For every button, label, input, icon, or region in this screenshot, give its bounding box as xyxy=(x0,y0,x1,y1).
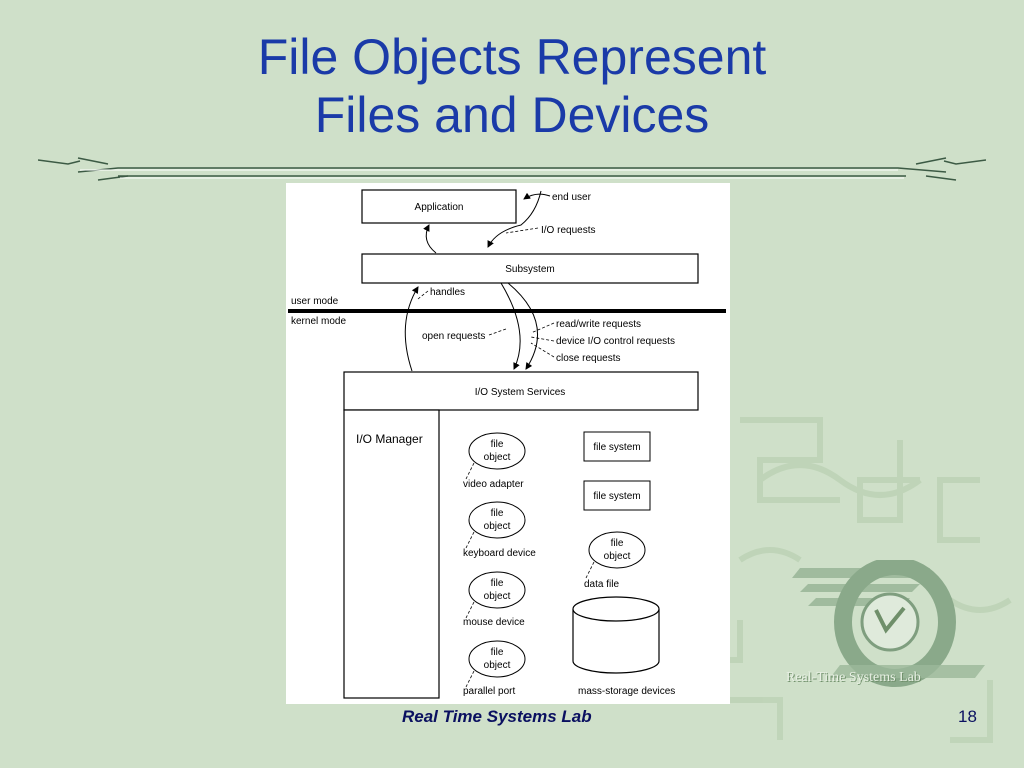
title-line-1: File Objects Represent xyxy=(257,29,767,85)
rts-lab-logo xyxy=(792,560,985,687)
services-to-subsystem-arrow xyxy=(404,286,419,372)
subsystem-to-app-arrow xyxy=(423,224,437,254)
io-requests-leader xyxy=(505,227,539,234)
file-object-keyboard-line2: object xyxy=(484,521,511,532)
footer-lab-name: Real Time Systems Lab xyxy=(402,707,592,726)
slide-title: File Objects Represent Files and Devices xyxy=(0,28,1024,144)
subsystem-to-services-arrow-1 xyxy=(500,282,521,370)
ornamental-divider xyxy=(38,157,986,181)
end-user-arrow xyxy=(523,192,551,200)
file-object-parallel-line1: file xyxy=(491,647,504,658)
io-architecture-diagram: Application end user I/O requests Subsys… xyxy=(286,183,730,704)
mass-storage-label: mass-storage devices xyxy=(578,686,675,697)
video-adapter-label: video adapter xyxy=(463,479,524,490)
close-requests-label: close requests xyxy=(556,353,620,364)
io-manager-label: I/O Manager xyxy=(356,432,423,446)
end-user-label: end user xyxy=(552,192,592,203)
file-object-mouse: file object xyxy=(468,571,526,609)
file-object-data: file object xyxy=(588,531,646,569)
io-manager-box xyxy=(343,409,440,699)
app-to-subsystem-arrow xyxy=(487,190,542,248)
data-file-label: data file xyxy=(584,579,619,590)
open-requests-leader xyxy=(488,328,507,336)
open-requests-label: open requests xyxy=(422,331,485,342)
mouse-device-label: mouse device xyxy=(463,617,525,628)
file-object-mouse-line1: file xyxy=(491,578,504,589)
file-system-label-1: file system xyxy=(593,442,640,453)
keyboard-leader xyxy=(465,531,475,549)
ioctl-leader xyxy=(530,336,555,342)
subsystem-box xyxy=(361,253,699,284)
file-object-mouse-line2: object xyxy=(484,591,511,602)
file-object-video-line1: file xyxy=(491,439,504,450)
handles-leader xyxy=(417,290,429,300)
title-line-2: Files and Devices xyxy=(314,87,710,143)
file-object-parallel: file object xyxy=(468,640,526,678)
logo-text: Real-Time Systems Lab xyxy=(786,670,921,685)
data-file-leader xyxy=(585,561,595,579)
ioctl-requests-label: device I/O control requests xyxy=(556,336,675,347)
io-system-services-box xyxy=(343,371,699,411)
close-leader xyxy=(530,342,555,358)
video-leader xyxy=(465,462,475,480)
io-requests-label: I/O requests xyxy=(541,225,595,236)
subsystem-label: Subsystem xyxy=(505,264,554,275)
page-number: 18 xyxy=(958,707,977,726)
kernel-mode-label: kernel mode xyxy=(291,316,346,327)
subsystem-to-services-arrow-2 xyxy=(507,282,539,370)
mass-storage-cylinder xyxy=(572,596,660,674)
file-system-box-1 xyxy=(583,431,651,462)
mouse-leader xyxy=(465,601,475,619)
rw-leader xyxy=(530,322,555,334)
file-object-keyboard: file object xyxy=(468,501,526,539)
file-object-keyboard-line1: file xyxy=(491,508,504,519)
keyboard-device-label: keyboard device xyxy=(463,548,536,559)
parallel-leader xyxy=(465,670,475,688)
rw-requests-label: read/write requests xyxy=(556,319,641,330)
file-system-label-2: file system xyxy=(593,491,640,502)
parallel-port-label: parallel port xyxy=(463,686,515,697)
handles-label: handles xyxy=(430,287,465,298)
file-object-data-line2: object xyxy=(604,551,631,562)
file-object-video: file object xyxy=(468,432,526,470)
file-object-data-line1: file xyxy=(611,538,624,549)
user-mode-label: user mode xyxy=(291,296,339,307)
file-system-box-2 xyxy=(583,480,651,511)
file-object-video-line2: object xyxy=(484,452,511,463)
file-object-parallel-line2: object xyxy=(484,660,511,671)
application-label: Application xyxy=(415,202,464,213)
io-system-services-label: I/O System Services xyxy=(475,387,566,398)
application-box xyxy=(361,189,517,224)
